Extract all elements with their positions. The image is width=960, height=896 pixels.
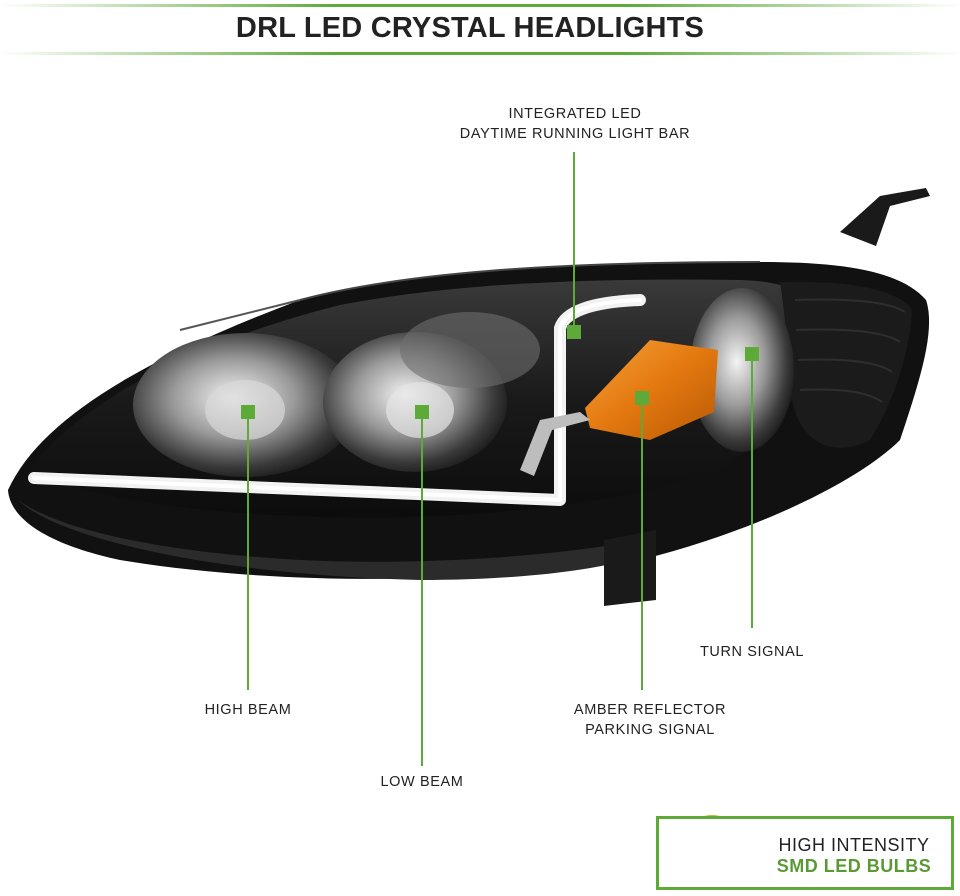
page-title: DRL LED CRYSTAL HEADLIGHTS xyxy=(235,12,705,44)
high-beam-marker xyxy=(241,405,255,419)
amber-callout-line2: PARKING SIGNAL xyxy=(585,722,715,738)
turn-signal-callout: TURN SIGNAL xyxy=(699,644,805,660)
amber-marker xyxy=(635,391,649,405)
badge-line-1: HIGH INTENSITY xyxy=(778,835,930,855)
high-beam-callout: HIGH BEAM xyxy=(204,702,292,718)
drl-callout-line1: INTEGRATED LED xyxy=(508,106,642,122)
title-bottom-rule xyxy=(0,52,960,55)
amber-callout-line1: AMBER REFLECTOR xyxy=(573,702,727,718)
title-top-rule xyxy=(0,4,960,7)
turn-signal-marker xyxy=(745,347,759,361)
headlight-assembly-image xyxy=(8,188,930,606)
drl-callout: INTEGRATED LED DAYTIME RUNNING LIGHT BAR xyxy=(440,104,710,144)
amber-callout: AMBER REFLECTOR PARKING SIGNAL xyxy=(560,700,740,740)
low-beam-callout: LOW BEAM xyxy=(380,774,464,790)
drl-callout-line2: DAYTIME RUNNING LIGHT BAR xyxy=(459,126,691,142)
drl-marker xyxy=(567,325,581,339)
led-badge-frame xyxy=(656,816,954,890)
low-beam-marker xyxy=(415,405,429,419)
leader-lines xyxy=(247,152,753,766)
badge-line-2: SMD LED BULBS xyxy=(776,856,932,876)
title-bar: DRL LED CRYSTAL HEADLIGHTS xyxy=(0,0,960,56)
